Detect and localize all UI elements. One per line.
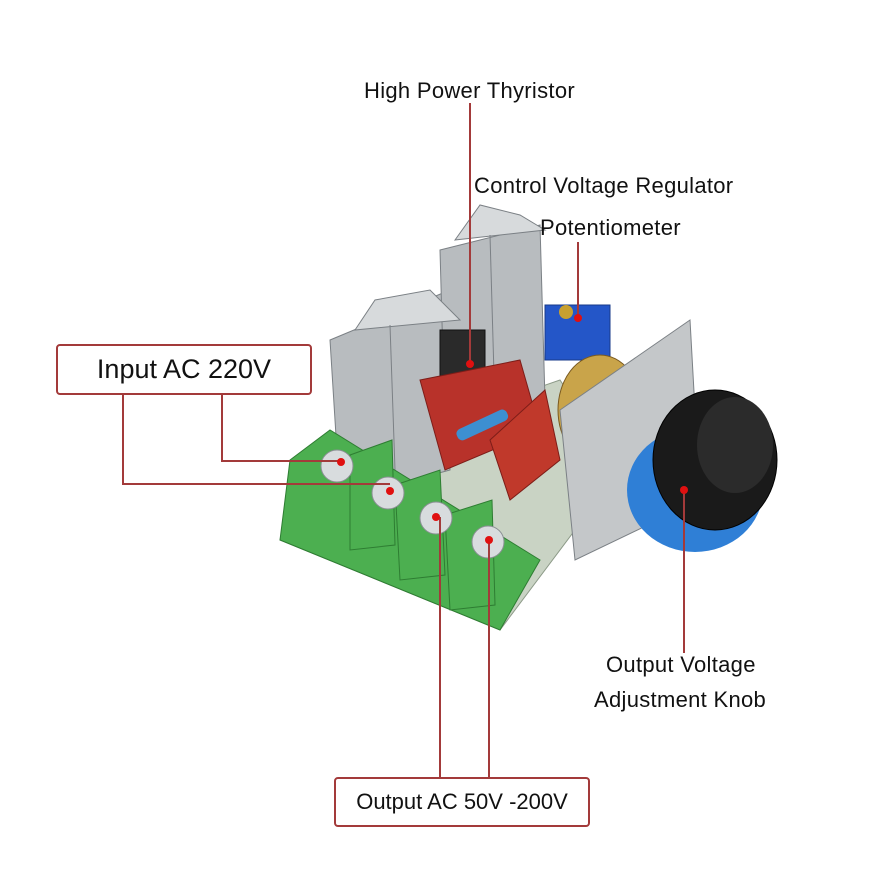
label-thyristor: High Power Thyristor [364, 78, 575, 103]
label-regulator-line1: Control Voltage Regulator [474, 173, 734, 198]
label-knob-line1: Output Voltage [606, 652, 756, 677]
screw [320, 449, 354, 483]
pointer-dot [466, 360, 474, 368]
label-input-box: Input AC 220V [56, 344, 312, 395]
capacitor [489, 389, 561, 501]
leader-line-input-2 [221, 394, 341, 462]
pointer-dot [574, 314, 582, 322]
label-output-box: Output AC 50V -200V [334, 777, 590, 827]
pointer-dot [386, 487, 394, 495]
pointer-dot [485, 536, 493, 544]
pointer-dot [680, 486, 688, 494]
label-regulator-line2: Potentiometer [540, 215, 681, 240]
resistor [456, 409, 509, 441]
label-knob-line2: Adjustment Knob [594, 687, 767, 712]
pointer-dot [337, 458, 345, 466]
pointer-dot [432, 513, 440, 521]
leader-lines [122, 103, 685, 777]
pointer-dots [337, 314, 688, 544]
leader-line-input-1 [122, 394, 390, 485]
